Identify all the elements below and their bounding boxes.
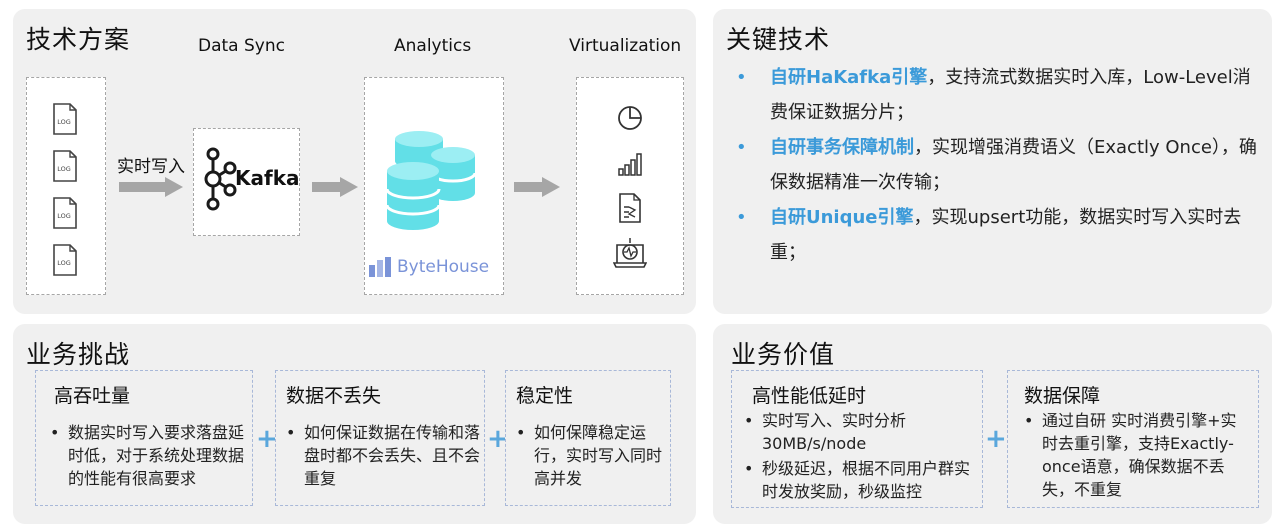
bytehouse-logo-icon	[369, 257, 391, 277]
plus-icon: +	[985, 424, 1007, 454]
key-tech-item: • 自研HaKafka引擎，支持流式数据实时入库，Low-Level消费保证数据…	[730, 60, 1260, 130]
card-body: • 如何保证数据在传输和落盘时都不会丢失、且不会重复	[286, 421, 480, 490]
value-card: 高性能低延时 • 实时写入、实时分析30MB/s/node • 秒级延迟，根据不同用…	[731, 370, 983, 508]
card-title: 稳定性	[516, 385, 574, 407]
card-bullet-text: 秒级延迟，根据不同用户群实时发放奖励，秒级监控	[762, 459, 971, 501]
col-label-analytics: Analytics	[394, 36, 472, 56]
challenge-panel-title: 业务挑战	[26, 340, 131, 369]
log-file-icon: LOG	[53, 103, 77, 135]
card-bullet: • 实时写入、实时分析30MB/s/node	[744, 409, 978, 455]
key-tech-highlight: 自研事务保障机制	[770, 137, 914, 158]
bullet-dot: •	[516, 423, 526, 442]
arrow-right-icon	[312, 177, 358, 197]
card-bullet-text: 如何保障稳定运行，实时写入同时高并发	[534, 423, 663, 488]
card-body: • 数据实时写入要求落盘延时低，对于系统处理数据的性能有很高要求	[50, 421, 246, 490]
log-file-icon: LOG	[53, 244, 77, 276]
card-body: • 通过自研 实时消费引擎+实时去重引擎，支持Exactly-once语意，确保数…	[1024, 409, 1246, 501]
bullet-dot: •	[744, 459, 754, 478]
bullet-dot: •	[736, 137, 747, 158]
card-bullet: • 如何保证数据在传输和落盘时都不会丢失、且不会重复	[286, 421, 480, 490]
database-cylinders-icon	[385, 131, 477, 230]
challenge-card: 稳定性 • 如何保障稳定运行，实时写入同时高并发	[505, 370, 671, 506]
card-title: 高吞吐量	[54, 385, 131, 407]
bullet-dot: •	[744, 411, 754, 430]
challenge-panel: 业务挑战 高吞吐量 • 数据实时写入要求落盘延时低，对于系统处理数据的性能有很高要…	[13, 324, 696, 524]
bullet-dot: •	[50, 423, 60, 442]
card-bullet: • 通过自研 实时消费引擎+实时去重引擎，支持Exactly-once语意，确保数…	[1024, 409, 1246, 501]
log-file-icon: LOG	[53, 150, 77, 182]
kafka-logo-icon	[204, 147, 237, 211]
bullet-dot: •	[736, 207, 747, 228]
card-title: 数据不丢失	[286, 385, 382, 407]
log-file-icon: LOG	[53, 197, 77, 229]
key-tech-highlight: 自研HaKafka引擎	[770, 67, 928, 88]
key-tech-text: ，实现upsert功能，数据实时写入实时去重；	[770, 207, 1242, 263]
svg-text:LOG: LOG	[57, 165, 71, 173]
key-tech-list: • 自研HaKafka引擎，支持流式数据实时入库，Low-Level消费保证数据…	[730, 60, 1260, 270]
card-bullet: • 如何保障稳定运行，实时写入同时高并发	[516, 421, 666, 490]
svg-text:LOG: LOG	[57, 212, 71, 220]
col-label-virtualization: Virtualization	[569, 36, 682, 56]
tech-panel: 技术方案 Data Sync Analytics Virtualization …	[13, 9, 696, 314]
card-bullet-text: 如何保证数据在传输和落盘时都不会丢失、且不会重复	[304, 423, 481, 488]
value-card: 数据保障 • 通过自研 实时消费引擎+实时去重引擎，支持Exactly-once语…	[1007, 370, 1259, 508]
card-title: 高性能低延时	[752, 385, 867, 407]
card-bullet: • 数据实时写入要求落盘延时低，对于系统处理数据的性能有很高要求	[50, 421, 246, 490]
card-body: • 如何保障稳定运行，实时写入同时高并发	[516, 421, 666, 490]
card-bullet: • 秒级延迟，根据不同用户群实时发放奖励，秒级监控	[744, 457, 978, 503]
arrow-right-icon	[119, 177, 183, 197]
card-body: • 实时写入、实时分析30MB/s/node • 秒级延迟，根据不同用户群实时发放奖…	[744, 409, 978, 503]
key-tech-text: ，支持流式数据实时入库，Low-Level消费保证数据分片；	[770, 67, 1251, 123]
col-label-data-sync: Data Sync	[198, 36, 285, 56]
report-document-icon	[619, 193, 641, 223]
key-tech-panel-title: 关键技术	[726, 25, 831, 54]
pie-chart-icon	[618, 106, 642, 130]
card-bullet-text: 通过自研 实时消费引擎+实时去重引擎，支持Exactly-once语意，确保数据…	[1042, 411, 1237, 499]
plus-icon: +	[487, 424, 509, 454]
realtime-write-label: 实时写入	[117, 157, 185, 177]
bytehouse-logo-text: ByteHouse	[397, 257, 490, 277]
key-tech-item: • 自研Unique引擎，实现upsert功能，数据实时写入实时去重；	[730, 200, 1260, 270]
key-tech-item: • 自研事务保障机制，实现增强消费语义（Exactly Once），确保数据精准…	[730, 130, 1260, 200]
value-panel-title: 业务价值	[731, 340, 836, 369]
bullet-dot: •	[286, 423, 296, 442]
kafka-logo-text: Kafka	[235, 166, 300, 190]
monitor-analytics-icon	[613, 238, 647, 268]
bullet-dot: •	[736, 67, 747, 88]
plus-icon: +	[256, 424, 278, 454]
card-bullet-text: 数据实时写入要求落盘延时低，对于系统处理数据的性能有很高要求	[68, 423, 245, 488]
value-panel: 业务价值 高性能低延时 • 实时写入、实时分析30MB/s/node • 秒级延迟，…	[713, 324, 1272, 524]
card-bullet-text: 实时写入、实时分析30MB/s/node	[762, 411, 907, 453]
key-tech-panel: 关键技术	[713, 9, 1272, 314]
svg-text:LOG: LOG	[57, 118, 71, 126]
challenge-card: 数据不丢失 • 如何保证数据在传输和落盘时都不会丢失、且不会重复	[275, 370, 485, 506]
key-tech-text: ，实现增强消费语义（Exactly Once），确保数据精准一次传输；	[770, 137, 1257, 193]
card-title: 数据保障	[1024, 385, 1101, 407]
arrow-right-icon	[514, 177, 560, 197]
challenge-card: 高吞吐量 • 数据实时写入要求落盘延时低，对于系统处理数据的性能有很高要求	[35, 370, 253, 506]
bar-chart-icon	[618, 153, 642, 176]
tech-panel-title: 技术方案	[26, 25, 131, 54]
bullet-dot: •	[1024, 411, 1034, 430]
svg-text:LOG: LOG	[57, 259, 71, 267]
key-tech-highlight: 自研Unique引擎	[770, 207, 914, 228]
